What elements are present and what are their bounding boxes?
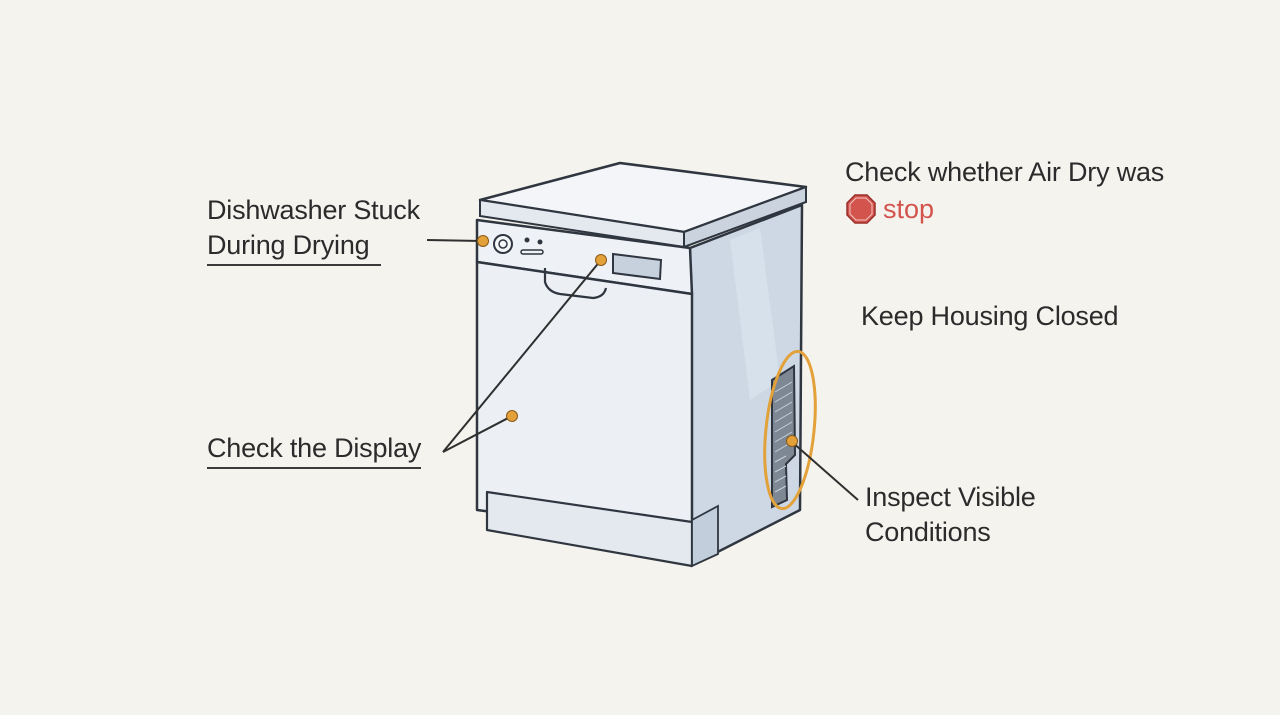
label-air-dry: Check whether Air Dry was <box>845 157 1165 187</box>
leader-line-display-lower <box>442 415 513 453</box>
stop-octagon-icon <box>846 194 876 224</box>
vent-slats <box>774 381 793 493</box>
small-slot <box>520 249 544 255</box>
vent-highlight-ellipse <box>763 349 817 511</box>
indicator-light <box>537 239 543 245</box>
marker-dot <box>506 410 518 422</box>
label-check-display: Check the Display <box>207 431 421 469</box>
leader-line-inspect <box>791 441 859 501</box>
marker-dot <box>477 235 489 247</box>
dishwasher-top-side-edge <box>683 185 807 249</box>
marker-dot <box>595 254 607 266</box>
dial-knob-center <box>498 239 508 249</box>
label-stuck-line1: Dishwasher Stuck <box>207 195 420 225</box>
label-inspect-line1: Inspect Visible <box>865 482 1036 512</box>
leader-line-stuck <box>426 239 483 242</box>
stop-text: stop <box>883 194 935 224</box>
door-handle <box>543 268 608 300</box>
indicator-light <box>524 237 530 243</box>
label-stuck-line2: During Drying <box>207 228 381 266</box>
leader-line-display-upper <box>442 259 602 453</box>
label-keep-housing: Keep Housing Closed <box>861 301 1119 331</box>
display-screen <box>612 252 663 281</box>
marker-dot <box>786 435 798 447</box>
label-inspect-line2: Conditions <box>865 517 991 547</box>
stop-row: stop <box>845 192 934 226</box>
side-panel-shading <box>730 228 780 400</box>
side-lower-panel <box>691 504 719 568</box>
dial-knob <box>493 234 513 254</box>
